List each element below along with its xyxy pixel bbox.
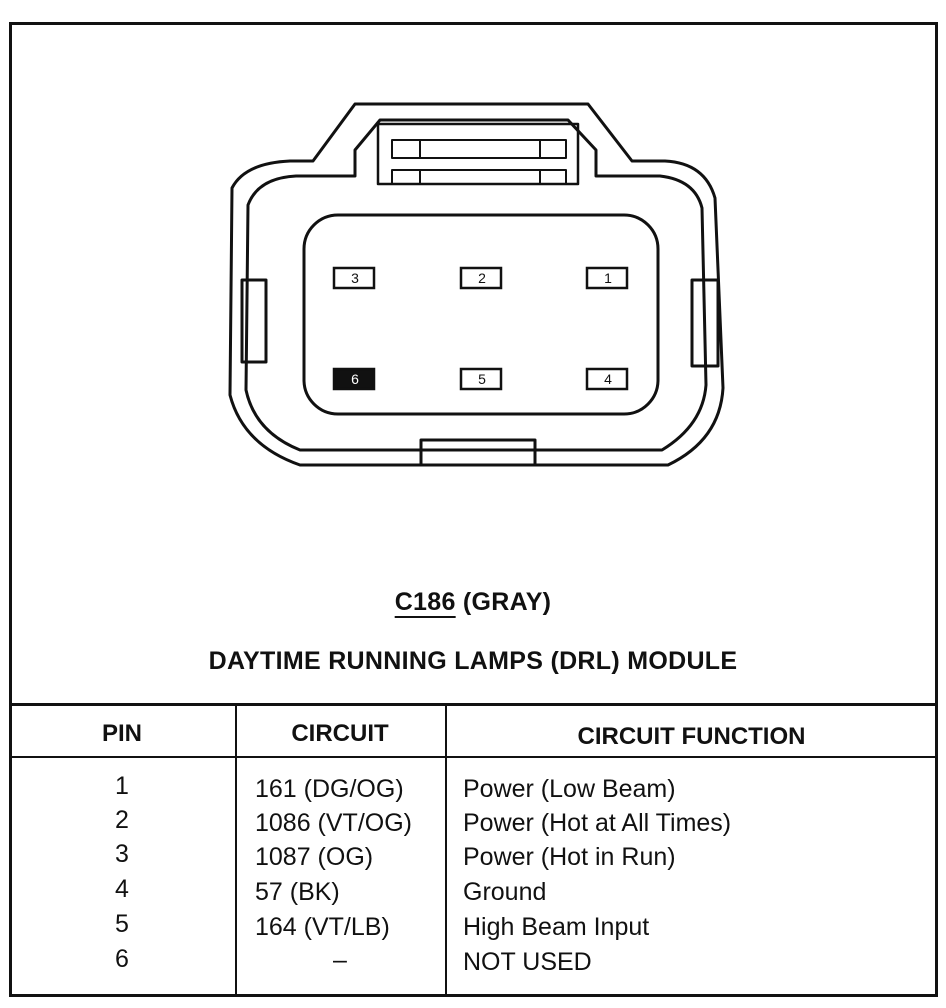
latch-slot-top (391, 139, 567, 159)
header-divider (9, 756, 938, 758)
pin-cavity-4: 4 (585, 367, 629, 391)
pin-number: 4 (604, 371, 612, 387)
connector-drawing: 3 2 1 6 5 4 (228, 102, 725, 467)
pin-cavity-2: 2 (459, 266, 503, 290)
header-circuit: CIRCUIT (291, 720, 389, 747)
cavity-face (302, 213, 660, 416)
pin-cavity-3: 3 (332, 266, 376, 290)
table-row-function: NOT USED (463, 948, 592, 976)
pin-cavity-1: 1 (585, 266, 629, 290)
table-row-pin: 3 (115, 840, 129, 868)
header-pin: PIN (101, 720, 142, 747)
right-rib (690, 278, 720, 368)
table-row-pin: 4 (115, 875, 129, 903)
table-row-pin: 5 (115, 910, 129, 938)
module-name: DAYTIME RUNNING LAMPS (DRL) MODULE (208, 647, 738, 675)
connector-outer-shell (228, 102, 725, 467)
column-divider (235, 706, 237, 997)
table-row-pin: 2 (115, 806, 129, 834)
table-row-circuit: 164 (VT/LB) (255, 913, 390, 941)
pin-number: 1 (604, 270, 612, 286)
pin-cavity-5: 5 (459, 367, 503, 391)
bottom-key (419, 438, 537, 467)
table-row-function: High Beam Input (463, 913, 650, 941)
table-row-function: Power (Hot at All Times) (463, 809, 732, 837)
pin-number: 5 (478, 371, 486, 387)
table-row-circuit: 1086 (VT/OG) (255, 809, 412, 837)
pinout-table: PIN CIRCUIT CIRCUIT FUNCTION 1 161 (DG/O… (9, 703, 938, 997)
table-row-circuit: 1087 (OG) (255, 843, 374, 871)
table-row-circuit: – (333, 946, 347, 974)
header-function: CIRCUIT FUNCTION (577, 723, 806, 750)
table-row-function: Power (Hot in Run) (463, 843, 676, 871)
pin-number: 3 (351, 270, 359, 286)
left-rib (240, 278, 268, 364)
latch-frame (376, 122, 580, 186)
table-row-circuit: 57 (BK) (255, 878, 340, 906)
connector-color: (GRAY) (462, 588, 552, 616)
column-divider (445, 706, 447, 997)
connector-id: C186 (394, 588, 456, 616)
connector-inner-shell (244, 118, 708, 452)
table-row-function: Power (Low Beam) (463, 775, 676, 803)
diagram-frame (9, 22, 938, 997)
table-row-pin: 6 (115, 945, 129, 973)
latch-slot-bottom (391, 169, 567, 185)
pin-number: 6 (351, 371, 359, 387)
pin-number: 2 (478, 270, 486, 286)
table-row-pin: 1 (115, 772, 129, 800)
table-row-circuit: 161 (DG/OG) (255, 775, 404, 803)
table-row-function: Ground (463, 878, 547, 906)
pin-cavity-6: 6 (332, 367, 376, 391)
connector-caption: C186 (GRAY) (0, 588, 946, 617)
